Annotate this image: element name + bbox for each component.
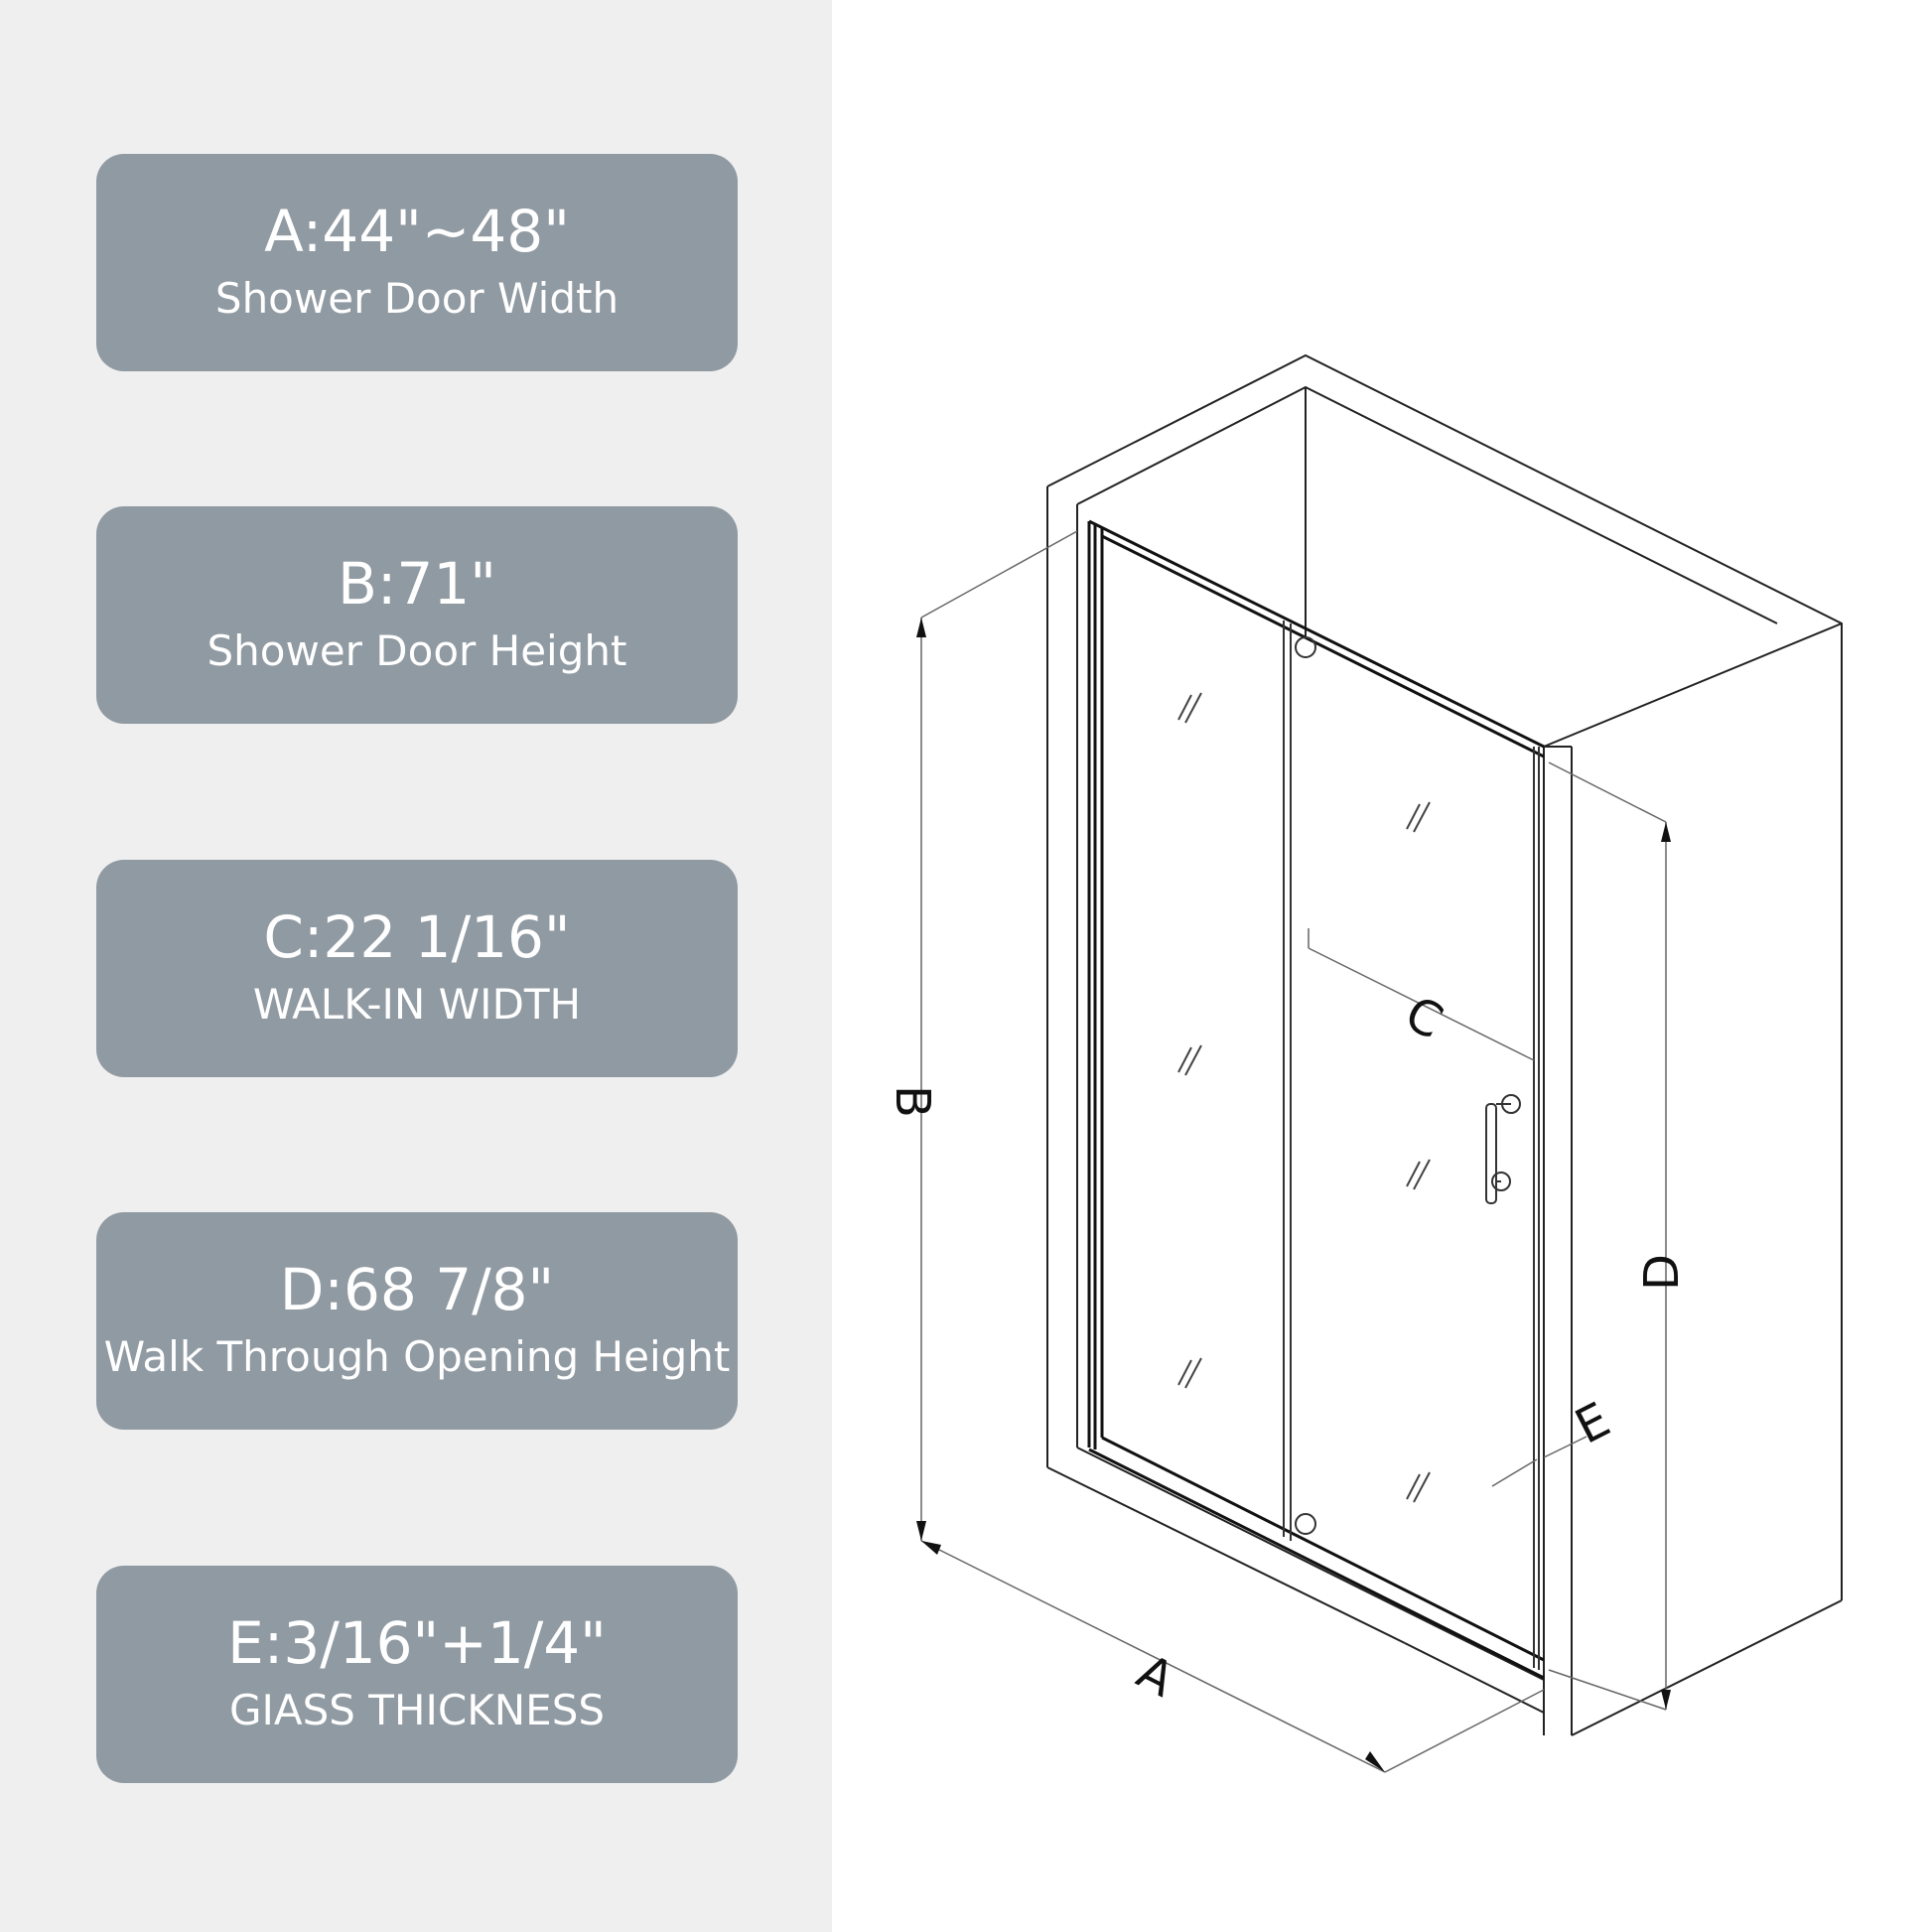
spec-value-c: C:22 1/16" [263,903,571,972]
spec-card-d: D:68 7/8" Walk Through Opening Height [96,1212,738,1430]
dim-label-b: B [885,1085,940,1118]
spec-label-a: Shower Door Width [214,274,620,324]
spec-card-c: C:22 1/16" WALK-IN WIDTH [96,860,738,1077]
shower-enclosure-drawing: B A C D E [885,353,1843,1773]
spec-label-e: GIASS THICKNESS [228,1686,606,1735]
shower-door-diagram: B A C D E [832,0,1932,1932]
dim-label-a: A [1129,1644,1183,1709]
spec-value-a: A:44"~48" [264,198,570,266]
spec-card-b: B:71" Shower Door Height [96,506,738,724]
spec-label-c: WALK-IN WIDTH [252,980,582,1030]
spec-card-e: E:3/16"+1/4" GIASS THICKNESS [96,1566,738,1783]
spec-card-a: A:44"~48" Shower Door Width [96,154,738,371]
spec-label-d: Walk Through Opening Height [103,1332,731,1382]
spec-label-b: Shower Door Height [207,626,627,676]
dim-label-d: D [1634,1254,1690,1291]
spec-value-b: B:71" [338,550,496,619]
spec-value-d: D:68 7/8" [279,1256,555,1324]
spec-value-e: E:3/16"+1/4" [227,1609,607,1678]
spec-panel: A:44"~48" Shower Door Width B:71" Shower… [0,0,832,1932]
dim-label-e: E [1567,1392,1618,1455]
